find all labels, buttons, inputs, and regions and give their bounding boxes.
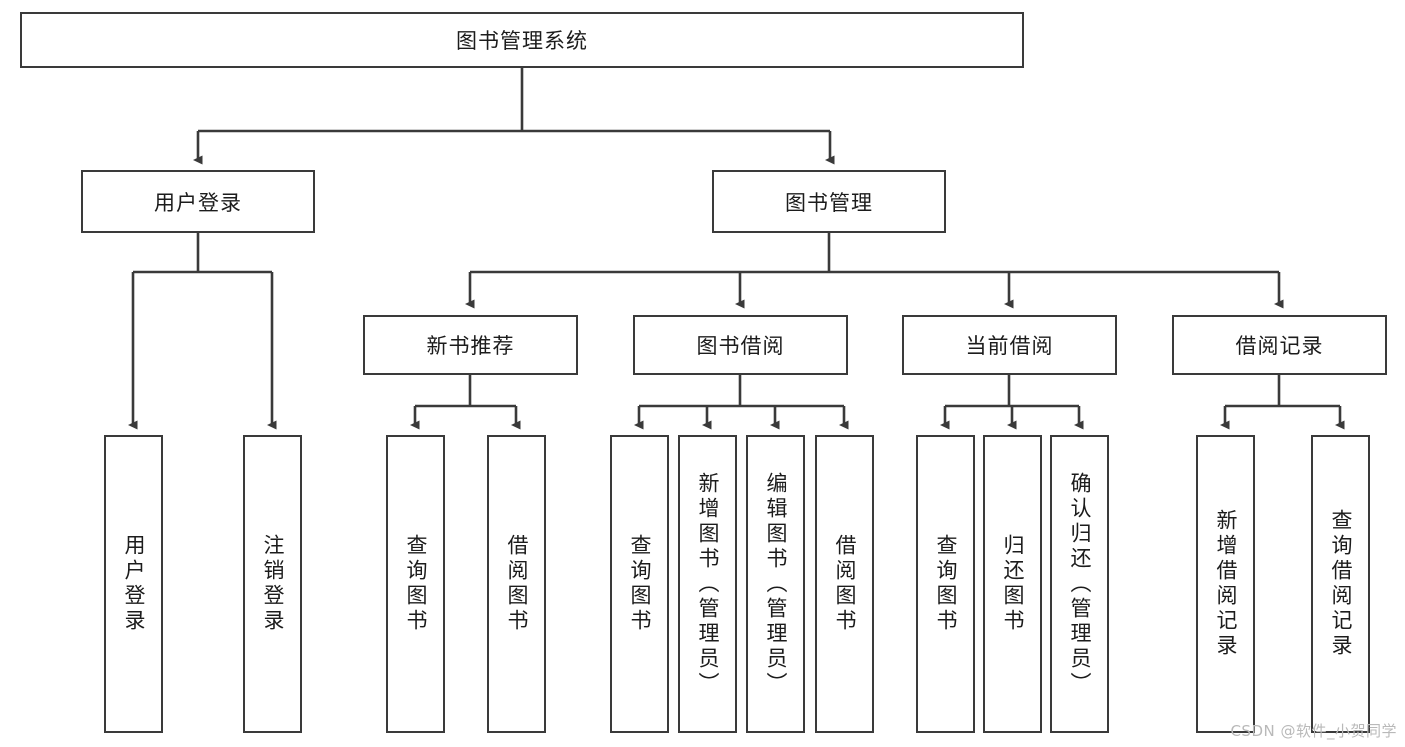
leaf-recommend-borrow-book[interactable]: 借阅图书 [487,435,546,733]
leaf-borrow-query-book[interactable]: 查询图书 [610,435,669,733]
leaf-user-logout-label: 注销登录 [261,534,285,634]
leaf-borrow-edit-book-label: 编辑图书（管理员） [764,471,788,697]
node-book-management[interactable]: 图书管理 [712,170,946,233]
leaf-borrow-edit-book[interactable]: 编辑图书（管理员） [746,435,805,733]
leaf-user-login[interactable]: 用户登录 [104,435,163,733]
leaf-borrow-do-borrow-label: 借阅图书 [833,534,857,634]
node-book-borrow[interactable]: 图书借阅 [633,315,848,375]
leaf-borrow-add-book[interactable]: 新增图书（管理员） [678,435,737,733]
leaf-current-return-book-label: 归还图书 [1001,534,1025,634]
node-user-login[interactable]: 用户登录 [81,170,315,233]
leaf-user-logout[interactable]: 注销登录 [243,435,302,733]
node-current-borrow-label: 当前借阅 [965,334,1054,358]
node-book-borrow-label: 图书借阅 [696,334,785,358]
node-current-borrow[interactable]: 当前借阅 [902,315,1117,375]
node-new-book-recommend-label: 新书推荐 [426,334,515,358]
leaf-borrow-add-book-label: 新增图书（管理员） [696,471,720,697]
leaf-borrow-query-book-label: 查询图书 [628,534,652,634]
leaf-user-login-label: 用户登录 [122,534,146,634]
leaf-record-add-label: 新增借阅记录 [1214,509,1238,659]
leaf-recommend-borrow-book-label: 借阅图书 [505,534,529,634]
node-borrow-record-label: 借阅记录 [1235,334,1324,358]
leaf-recommend-query-book-label: 查询图书 [404,534,428,634]
node-new-book-recommend[interactable]: 新书推荐 [363,315,578,375]
leaf-record-add[interactable]: 新增借阅记录 [1196,435,1255,733]
node-borrow-record[interactable]: 借阅记录 [1172,315,1387,375]
node-root[interactable]: 图书管理系统 [20,12,1024,68]
leaf-current-return-book[interactable]: 归还图书 [983,435,1042,733]
leaf-current-query-book[interactable]: 查询图书 [916,435,975,733]
node-user-login-label: 用户登录 [154,190,242,215]
leaf-current-confirm-return-label: 确认归还（管理员） [1068,471,1092,697]
watermark: CSDN @软件_小贺同学 [1230,722,1397,740]
node-root-label: 图书管理系统 [456,29,588,53]
leaf-current-confirm-return[interactable]: 确认归还（管理员） [1050,435,1109,733]
node-book-management-label: 图书管理 [785,190,873,215]
leaf-record-search-label: 查询借阅记录 [1329,509,1353,659]
leaf-record-search[interactable]: 查询借阅记录 [1311,435,1370,733]
leaf-recommend-query-book[interactable]: 查询图书 [386,435,445,733]
leaf-current-query-book-label: 查询图书 [934,534,958,634]
leaf-borrow-do-borrow[interactable]: 借阅图书 [815,435,874,733]
